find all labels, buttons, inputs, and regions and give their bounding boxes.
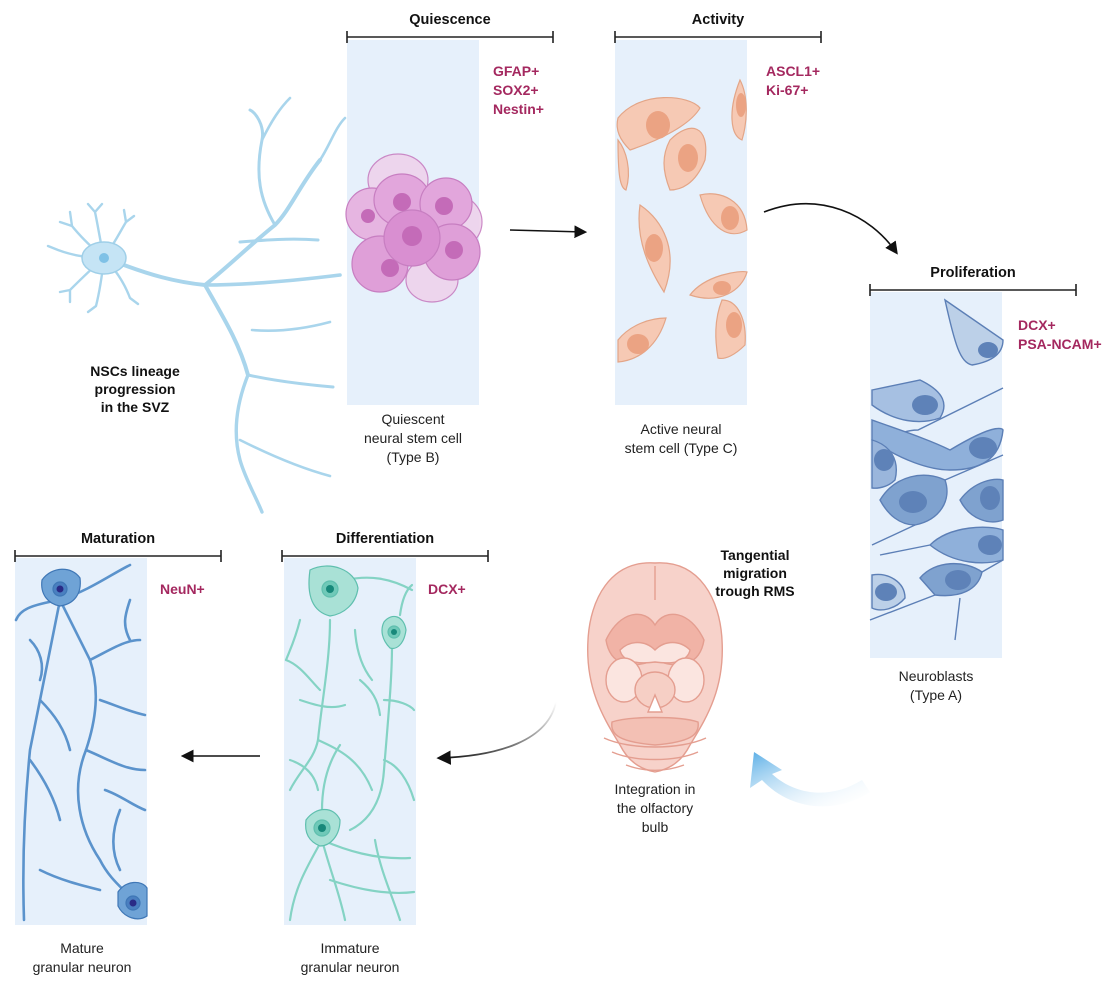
quiescence-caption: Quiescent neural stem cell (Type B) <box>363 411 463 465</box>
immature-somas <box>305 565 407 847</box>
differentiation-caption: Immature granular neuron <box>300 940 400 975</box>
migration-arrow <box>750 752 870 807</box>
mature-somas <box>41 568 148 920</box>
nsc-neuron-illustration <box>46 96 347 514</box>
immature-neurons <box>284 576 416 922</box>
quiescence-markers: GFAP+ SOX2+ Nestin+ <box>493 63 544 117</box>
arrow-to-differentiation <box>436 701 557 765</box>
brain-illustration <box>587 562 723 773</box>
migration-caption: Integration in the olfactory bulb <box>614 781 696 835</box>
activity-title: Activity <box>691 12 745 28</box>
maturation-caption: Mature granular neuron <box>32 940 132 975</box>
maturation-title: Maturation <box>80 531 156 547</box>
migration-title: Tangential migration trough RMS <box>715 547 795 599</box>
differentiation-markers: DCX+ <box>428 581 466 597</box>
proliferation-title: Proliferation <box>930 265 1016 281</box>
quiescence-title: Quiescence <box>409 12 491 28</box>
arrow-activity-to-proliferation <box>763 203 898 255</box>
quiescent-cell-cluster <box>345 153 483 303</box>
lineage-title: NSCs lineage progression in the SVZ <box>90 363 180 415</box>
proliferation-caption: Neuroblasts (Type A) <box>898 668 974 703</box>
neuroblast-cells <box>869 298 1004 641</box>
nsc-soma <box>81 241 127 275</box>
arrow-quiescence-to-activity <box>509 225 588 239</box>
activity-caption: Active neural stem cell (Type C) <box>624 421 738 456</box>
active-cells <box>616 78 748 363</box>
activity-markers: ASCL1+ Ki-67+ <box>766 63 821 98</box>
differentiation-title: Differentiation <box>335 531 435 547</box>
flow-arrows <box>180 203 898 765</box>
differentiation-panel <box>284 558 416 925</box>
proliferation-markers: DCX+ PSA-NCAM+ <box>1018 317 1102 352</box>
maturation-markers: NeuN+ <box>160 581 205 597</box>
stage-brackets <box>14 31 1077 562</box>
